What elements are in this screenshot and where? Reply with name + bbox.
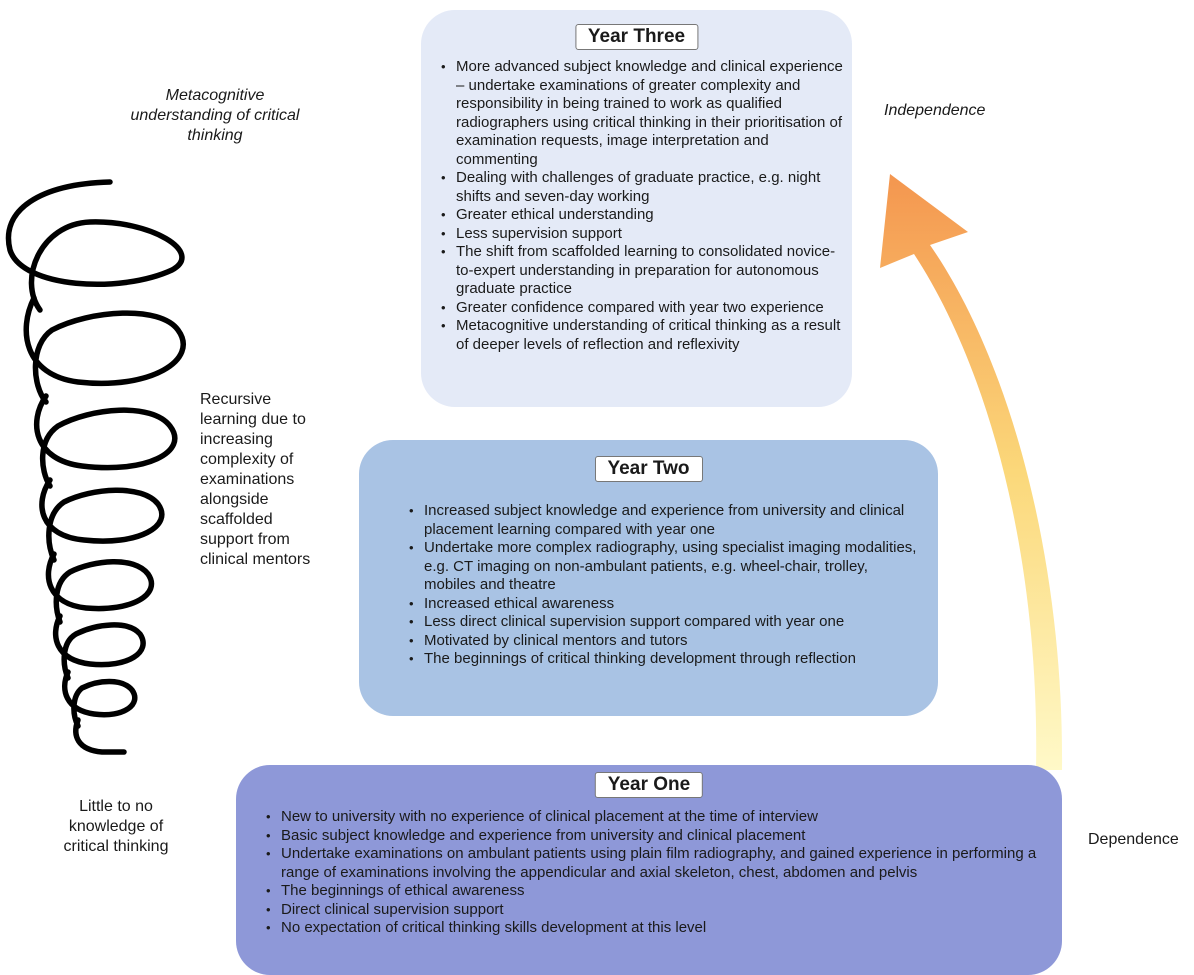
label-recursive-learning: Recursive learning due to increasing com… — [200, 391, 311, 568]
progress-arrow — [880, 174, 1063, 770]
list-item: The shift from scaffolded learning to co… — [441, 243, 847, 299]
list-item: The beginnings of ethical awareness — [266, 882, 1048, 901]
year-one-list: New to university with no experience of … — [266, 808, 1048, 938]
list-item: Undertake more complex radiography, usin… — [409, 539, 921, 595]
label-independence: Independence — [884, 102, 986, 119]
year-one-box: Year One New to university with no exper… — [236, 765, 1062, 975]
list-item: New to university with no experience of … — [266, 808, 1048, 827]
list-item: Dealing with challenges of graduate prac… — [441, 169, 847, 206]
year-two-box: Year Two Increased subject knowledge and… — [359, 440, 938, 716]
list-item: Increased ethical awareness — [409, 595, 921, 614]
list-item: More advanced subject knowledge and clin… — [441, 58, 847, 169]
list-item: Greater ethical understanding — [441, 206, 847, 225]
year-three-title: Year Three — [574, 24, 699, 50]
year-one-title: Year One — [594, 772, 704, 798]
list-item: Motivated by clinical mentors and tutors — [409, 632, 921, 651]
list-item: Less supervision support — [441, 225, 847, 244]
list-item: Increased subject knowledge and experien… — [409, 502, 921, 539]
list-item: Basic subject knowledge and experience f… — [266, 827, 1048, 846]
label-metacognitive: Metacognitive understanding of critical … — [130, 87, 300, 144]
label-little-knowledge: Little to no knowledge of critical think… — [63, 798, 169, 855]
list-item: Less direct clinical supervision support… — [409, 613, 921, 632]
year-three-box: Year Three More advanced subject knowled… — [421, 10, 852, 407]
year-two-title: Year Two — [594, 456, 703, 482]
list-item: Undertake examinations on ambulant patie… — [266, 845, 1048, 882]
list-item: Direct clinical supervision support — [266, 901, 1048, 920]
recursive-spiral — [5, 179, 186, 755]
year-three-list: More advanced subject knowledge and clin… — [441, 58, 847, 354]
list-item: No expectation of critical thinking skil… — [266, 919, 1048, 938]
year-two-list: Increased subject knowledge and experien… — [409, 502, 921, 669]
label-dependence: Dependence — [1088, 831, 1179, 848]
list-item: The beginnings of critical thinking deve… — [409, 650, 921, 669]
list-item: Greater confidence compared with year tw… — [441, 299, 847, 318]
list-item: Metacognitive understanding of critical … — [441, 317, 847, 354]
